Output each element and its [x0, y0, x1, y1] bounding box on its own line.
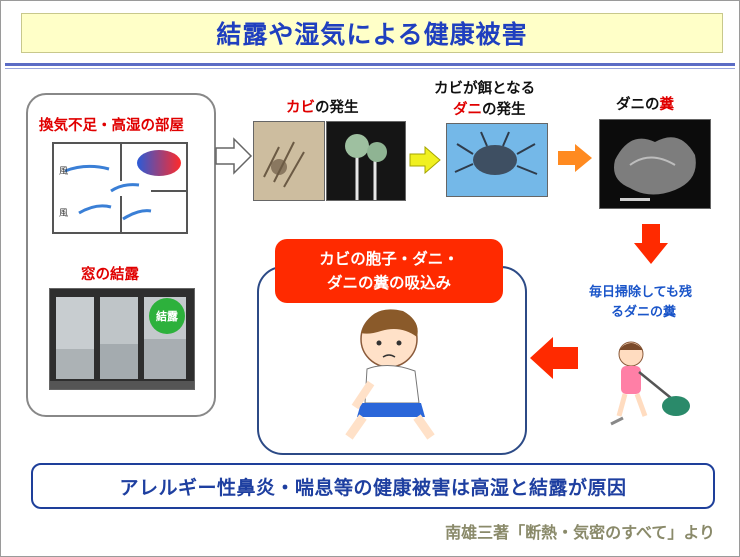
mite-label-line1: カビが餌となる — [434, 81, 536, 97]
cleaning-note-line1: 毎日掃除しても残 — [589, 285, 692, 300]
arrow-left-red-icon — [530, 337, 578, 379]
mold-photo-1 — [253, 121, 325, 201]
divider — [5, 63, 735, 66]
arrow-right-yellow-icon — [409, 146, 441, 174]
room-note-wind-2: 風 — [59, 209, 69, 219]
slide-title: 結露や湿気による健康被害 — [216, 20, 528, 49]
conclusion-text: アレルギー性鼻炎・喘息等の健康被害は高湿と結露が原因 — [119, 476, 627, 499]
mite-label-line2: ダニの発生 — [453, 102, 526, 118]
title-bar: 結露や湿気による健康被害 — [21, 13, 723, 53]
room-plan-diagram — [51, 141, 191, 236]
woman-vacuuming-illustration — [610, 341, 690, 426]
condensation-badge: 結露 — [149, 298, 185, 334]
room-note-wind-1: 風 — [59, 167, 69, 177]
sick-child-illustration — [345, 309, 435, 440]
mold-photo-2 — [326, 121, 406, 201]
window-label: 窓の結露 — [81, 267, 139, 283]
mite-dung-photo — [599, 119, 711, 209]
conclusion-box: アレルギー性鼻炎・喘息等の健康被害は高湿と結露が原因 — [31, 463, 715, 509]
arrow-right-orange-icon — [558, 144, 592, 172]
arrow-right-outline-icon — [215, 137, 253, 175]
divider-thin — [5, 68, 735, 69]
source-credit: 南雄三著「断熱・気密のすべて」より — [445, 523, 715, 542]
mite-dung-label: ダニの糞 — [616, 97, 674, 113]
inhalation-label: カビの胞子・ダニ・ ダニの糞の吸込み — [275, 239, 503, 303]
mold-label: カビの発生 — [286, 100, 359, 116]
room-label: 換気不足・高湿の部屋 — [39, 118, 184, 134]
arrow-down-red-icon — [634, 224, 668, 264]
mite-photo — [446, 123, 548, 197]
cleaning-note-line2: るダニの糞 — [611, 305, 677, 320]
